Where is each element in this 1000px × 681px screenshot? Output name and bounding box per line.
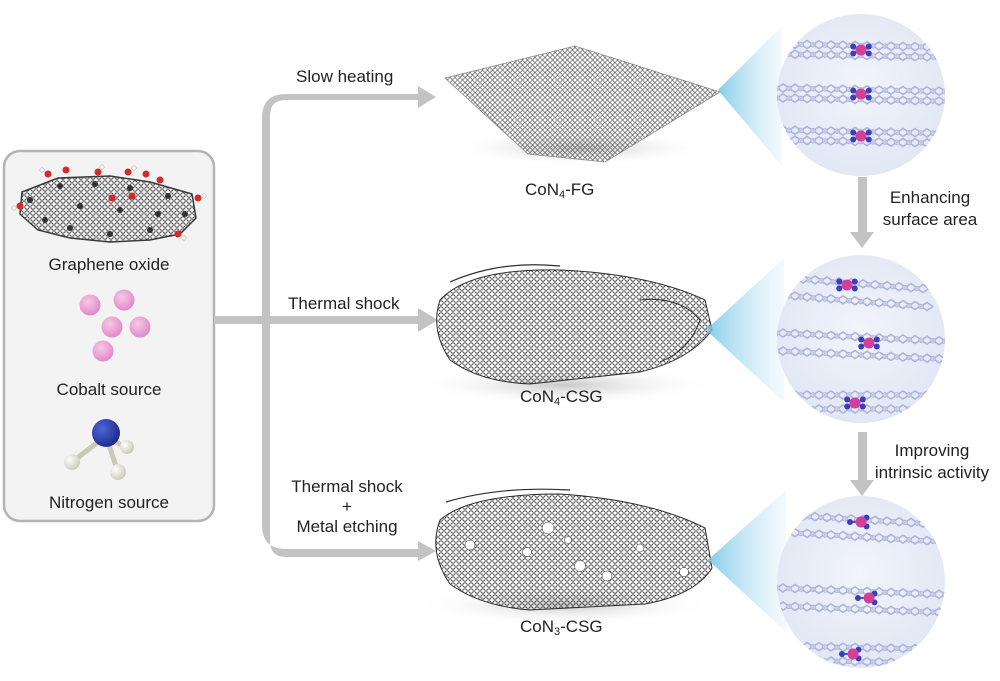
product-1-sub: 4 (559, 189, 566, 201)
label-thermal-shock: Thermal shock (288, 294, 400, 313)
product-2-suffix: -CSG (560, 387, 603, 406)
label-con3-csg: CoN3-CSG (520, 617, 603, 638)
graphene-oxide-illustration (11, 164, 207, 243)
product-3-sub: 3 (554, 626, 561, 638)
label-graphene-oxide: Graphene oxide (48, 255, 170, 274)
cobalt-source-illustration (79, 289, 151, 362)
con4-csg-tube (415, 258, 784, 405)
con4-csg-atomic-structure (777, 255, 945, 423)
label-plus: + (342, 497, 352, 516)
nitrogen-source-illustration (64, 419, 134, 480)
label-surface-area: surface area (882, 210, 978, 229)
product-2-prefix: CoN (520, 387, 555, 406)
label-metal-etching: Metal etching (296, 517, 398, 536)
product-1-suffix: -FG (565, 180, 595, 199)
product-1-prefix: CoN (525, 180, 560, 199)
product-2-sub: 4 (554, 396, 561, 408)
con3-csg-tube (415, 488, 786, 632)
label-enhancing: Enhancing (889, 188, 971, 207)
product-3-suffix: -CSG (560, 617, 603, 636)
label-cobalt-source: Cobalt source (56, 380, 162, 399)
label-thermal-shock-etch-1: Thermal shock (291, 477, 403, 496)
label-nitrogen-source: Nitrogen source (48, 493, 169, 512)
route-arrows (214, 86, 874, 561)
product-3-prefix: CoN (520, 617, 555, 636)
label-intrinsic-activity: intrinsic activity (874, 463, 990, 482)
con4-fg-sheet (444, 26, 782, 166)
con4-fg-atomic-structure (777, 14, 945, 176)
label-con4-fg: CoN4-FG (525, 180, 595, 201)
con3-csg-atomic-structure (777, 496, 945, 668)
label-improving: Improving (894, 441, 970, 460)
label-con4-csg: CoN4-CSG (520, 387, 603, 408)
label-slow-heating: Slow heating (296, 67, 394, 86)
